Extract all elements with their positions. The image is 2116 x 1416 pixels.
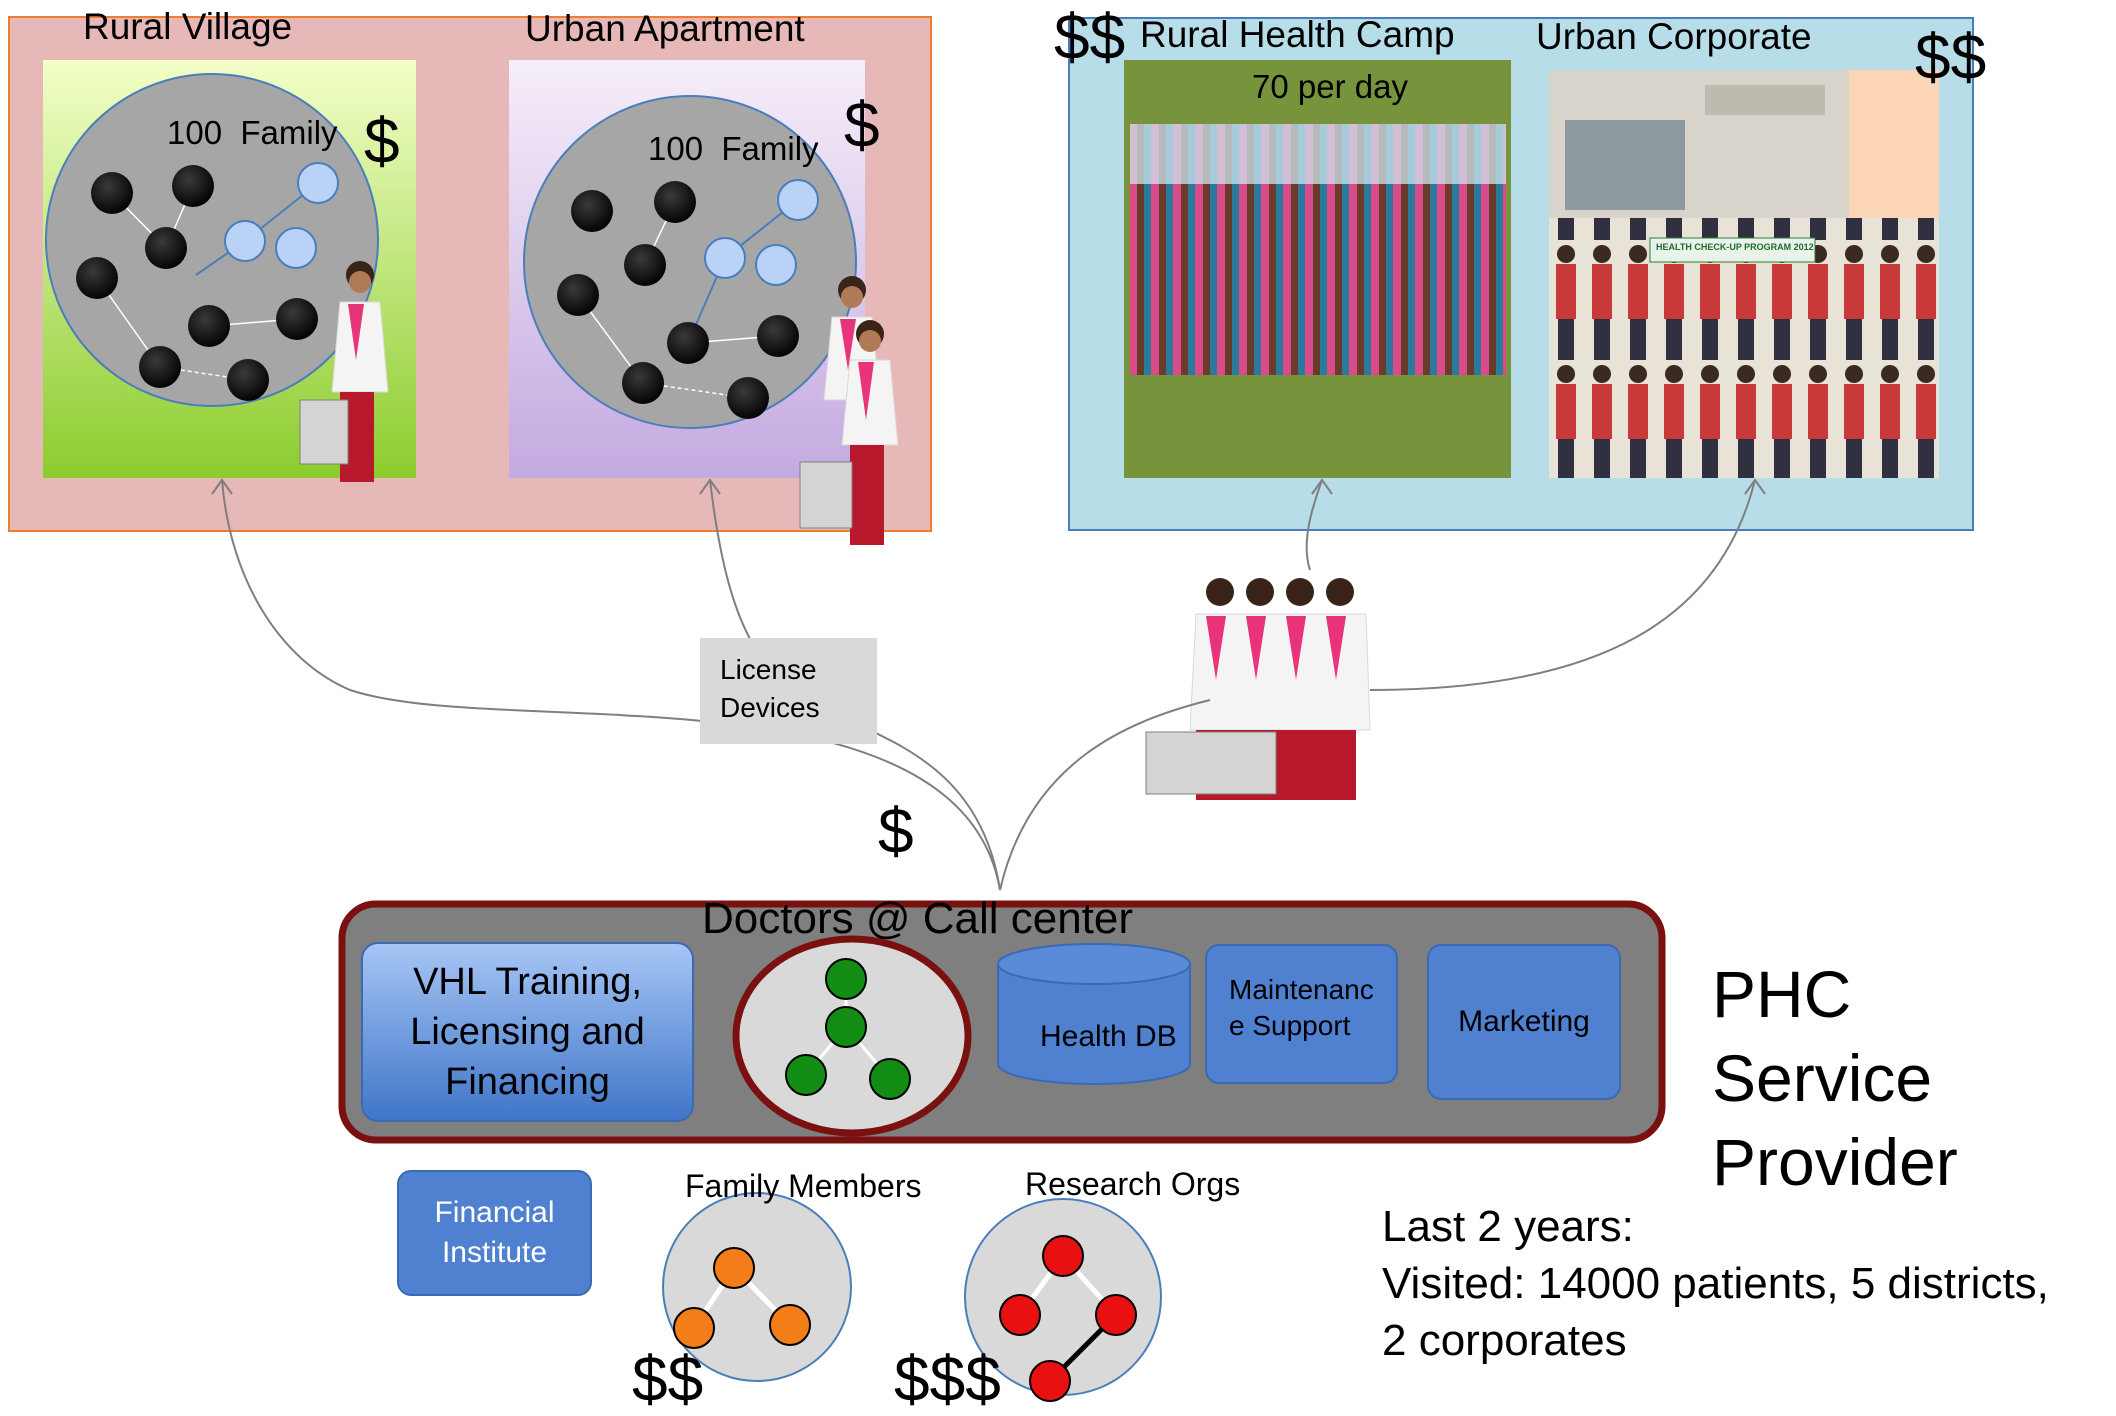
- rural-village-cost: $: [364, 105, 400, 177]
- health-db-label: Health DB: [1040, 1020, 1177, 1053]
- urban-corporate-title: Urban Corporate: [1536, 16, 1812, 57]
- rural-health-camp-cost: $$: [1054, 1, 1126, 73]
- rural-health-camp-rate: 70 per day: [1252, 68, 1408, 105]
- health-worker-figure-urban: [799, 276, 899, 545]
- rural-village-black-nodes: [76, 165, 318, 401]
- stats-line-3: 2 corporates: [1382, 1316, 1627, 1365]
- research-orgs-title: Research Orgs: [1025, 1166, 1241, 1202]
- financial-institute-box: Financial Institute: [397, 1170, 592, 1296]
- corporate-banner-text: HEALTH CHECK-UP PROGRAM 2012: [1656, 242, 1814, 252]
- urban-apartment-family-count: 100 Family: [648, 130, 819, 167]
- health-worker-group: [1145, 578, 1371, 800]
- research-orgs-cost: $$$: [894, 1343, 1001, 1415]
- stats-block: Last 2 years: Visited: 14000 patients, 5…: [1382, 1198, 2049, 1369]
- training-box-bg: [361, 942, 694, 1122]
- family-members-cost: $$: [632, 1343, 704, 1415]
- corporate-peach-block: [1849, 70, 1939, 218]
- research-orgs-network: [999, 1235, 1137, 1402]
- family-members-title: Family Members: [685, 1168, 922, 1204]
- license-devices-line2: Devices: [720, 692, 820, 723]
- financial-institute-line-2: Institute: [441, 1236, 548, 1269]
- license-devices-box: License Devices: [700, 638, 877, 744]
- rural-village-family-count: 100 Family: [167, 114, 338, 151]
- urban-apartment-title: Urban Apartment: [525, 8, 805, 49]
- license-devices-line1: License: [720, 654, 817, 685]
- rural-village-light-nodes: [224, 162, 339, 269]
- urban-apartment-light-nodes: [704, 179, 819, 286]
- training-line-2: Licensing and: [410, 1011, 645, 1053]
- doctors-network: [785, 958, 911, 1100]
- connector-lines: [211, 478, 1766, 891]
- maintenance-support-box: Maintenanc e Support: [1205, 944, 1398, 1084]
- training-line-1: VHL Training,: [413, 961, 642, 1003]
- maintenance-line-1: Maintenanc: [1229, 974, 1374, 1005]
- urban-corporate-cost: $$: [1915, 21, 1987, 93]
- rural-health-camp-title: Rural Health Camp: [1140, 14, 1455, 55]
- stats-line-2: Visited: 14000 patients, 5 districts,: [1382, 1259, 2049, 1308]
- call-center-cost: $: [878, 795, 914, 867]
- phc-title-line-1: PHC: [1712, 957, 1852, 1031]
- phc-title-line-2: Service: [1712, 1041, 1933, 1115]
- health-worker-figure-rural: [299, 261, 389, 482]
- maintenance-line-2: e Support: [1229, 1010, 1351, 1041]
- phc-title-line-3: Provider: [1712, 1125, 1958, 1199]
- stats-line-1: Last 2 years:: [1382, 1202, 1634, 1251]
- rural-village-title: Rural Village: [83, 6, 293, 47]
- family-members-network: [673, 1247, 811, 1349]
- training-box: VHL Training, Licensing and Financing: [362, 943, 693, 1121]
- financial-institute-line-1: Financial: [434, 1196, 555, 1229]
- marketing-label: Marketing: [1458, 1005, 1590, 1038]
- urban-apartment-black-nodes: [557, 181, 799, 419]
- health-db-cylinder: [997, 943, 1191, 1085]
- call-center-title: Doctors @ Call center: [702, 894, 1134, 943]
- phc-service-provider-title: PHC Service Provider: [1712, 952, 1958, 1204]
- urban-apartment-cost: $: [844, 89, 880, 161]
- training-line-3: Financing: [445, 1061, 610, 1103]
- marketing-box: Marketing: [1427, 944, 1621, 1100]
